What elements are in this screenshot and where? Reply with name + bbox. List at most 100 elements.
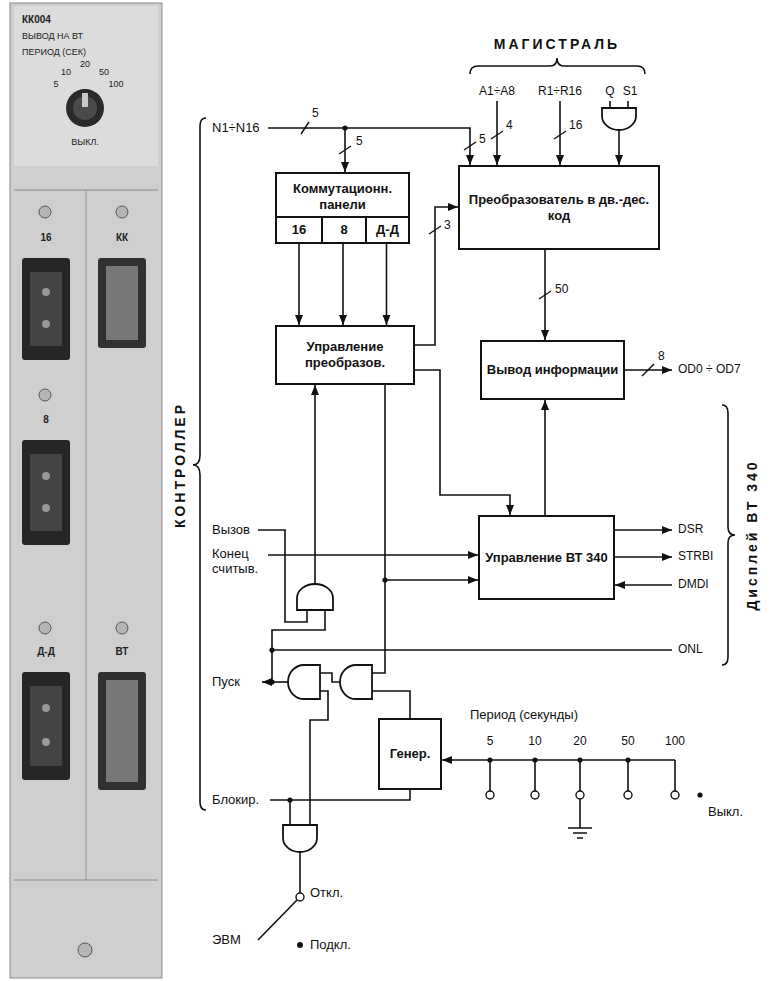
wire: [610, 101, 628, 108]
signal-label: S1: [623, 85, 638, 99]
signal-arrow: [544, 250, 546, 340]
junction-dot: [297, 942, 303, 948]
front-panel-photo: [98, 672, 146, 790]
signal-label: 16: [569, 119, 582, 133]
signal-label: A1÷A8: [479, 85, 515, 99]
front-panel-photo: [39, 622, 51, 634]
wire: [268, 128, 470, 165]
box-text: Д-Д: [372, 222, 403, 238]
signal-label: 20: [573, 735, 586, 749]
front-panel-photo: [39, 389, 51, 401]
panel-engraving: 16: [40, 232, 51, 244]
group-label: КОНТРОЛЛЕР: [172, 402, 188, 528]
front-panel-photo: [82, 93, 88, 107]
brace: [470, 58, 645, 74]
bus-width-slash: [301, 122, 309, 134]
front-panel-photo: [39, 206, 51, 218]
switch-contact: [296, 893, 304, 901]
panel-cell: 16: [277, 216, 321, 242]
signal-label: Период (секунды): [470, 708, 578, 723]
switch-contact: [576, 791, 584, 799]
switch-contact: [486, 791, 494, 799]
signal-arrow: [386, 242, 388, 325]
panel-cell: Д-Д: [365, 216, 408, 242]
front-panel-photo: [116, 622, 128, 634]
group-label: Дисплей ВТ 340: [744, 459, 760, 610]
panel-engraving: 20: [80, 59, 90, 69]
front-panel-photo: [116, 206, 128, 218]
signal-label: Откл.: [310, 886, 343, 901]
junction-dot: [625, 757, 630, 762]
junction-dot: [269, 125, 702, 948]
wire: [618, 130, 620, 165]
front-panel-photo: [30, 454, 62, 531]
box-text: 16: [288, 222, 310, 238]
wire: [615, 529, 672, 531]
front-panel-photo: [78, 943, 92, 957]
front-panel-photo: [22, 672, 70, 780]
front-panel-photo: [10, 3, 162, 978]
panel-engraving: 50: [99, 67, 109, 77]
wire: [258, 101, 675, 940]
logic-gate: [288, 665, 320, 699]
bus-width-label: 50: [555, 283, 568, 297]
signal-label: 5: [487, 735, 494, 749]
bus-width-slash: [642, 364, 654, 376]
wire: [289, 800, 291, 825]
wire: [320, 673, 340, 682]
switch-contact: [296, 791, 679, 901]
logic-gate: [297, 584, 333, 610]
front-panel-photo: [42, 288, 50, 296]
brace: [722, 405, 735, 665]
signal-arrow: [298, 242, 300, 325]
panel-engraving: ПЕРИОД (СЕК): [22, 47, 86, 57]
front-panel-photo: [42, 320, 50, 328]
signal-label: Подкл.: [310, 938, 351, 953]
wire: [615, 584, 672, 586]
front-panel-photo: [106, 680, 138, 782]
signal-label: DMDI: [678, 578, 709, 592]
junction-dot: [342, 125, 347, 130]
junction-dot: [577, 757, 582, 762]
switch-panel-box: Коммутационн. панели168Д-Д: [275, 172, 410, 244]
wire: [372, 385, 385, 673]
panel-engraving: 5: [53, 79, 58, 89]
wire: [262, 681, 288, 683]
panel-engraving: Д-Д: [37, 646, 55, 658]
front-panel-photo: [66, 89, 104, 127]
signal-label: ONL: [678, 643, 703, 657]
junction-dot: [697, 792, 702, 797]
wire: [615, 556, 672, 558]
box-text: Управление ВТ 340: [481, 550, 612, 566]
signal-label: Вызов: [212, 523, 250, 538]
signal-label: Пуск: [212, 675, 240, 690]
signal-arrow: [415, 207, 458, 345]
front-panel-photo: [30, 686, 62, 766]
logic-gate: [340, 665, 372, 699]
signal-label: DSR: [678, 523, 703, 537]
panel-cell: 8: [321, 216, 365, 242]
box-text: 8: [336, 222, 351, 238]
signal-label: Q: [605, 85, 614, 99]
logic-gate: [283, 825, 317, 852]
box-text: Управление преобразов.: [277, 339, 413, 370]
panel-engraving: 10: [61, 67, 71, 77]
wire: [310, 691, 328, 825]
wire: [490, 760, 675, 791]
front-panel-photo: [42, 504, 50, 512]
wire: [568, 799, 592, 838]
signal-label: OD0 ÷ OD7: [678, 363, 741, 377]
process-box: Управление ВТ 340: [478, 515, 615, 600]
signal-arrow: [342, 242, 344, 325]
panel-engraving: КК004: [22, 14, 51, 26]
bus-width-slash: [339, 146, 351, 154]
front-panel-photo: [14, 880, 158, 881]
box-text: Вывод информации: [483, 362, 622, 378]
signal-label: Конец считыв.: [212, 547, 274, 577]
brace: [193, 58, 735, 810]
switch-contact: [531, 791, 539, 799]
signal-label: 10: [528, 735, 541, 749]
wire: [442, 759, 675, 761]
panel-engraving: 100: [108, 79, 123, 89]
